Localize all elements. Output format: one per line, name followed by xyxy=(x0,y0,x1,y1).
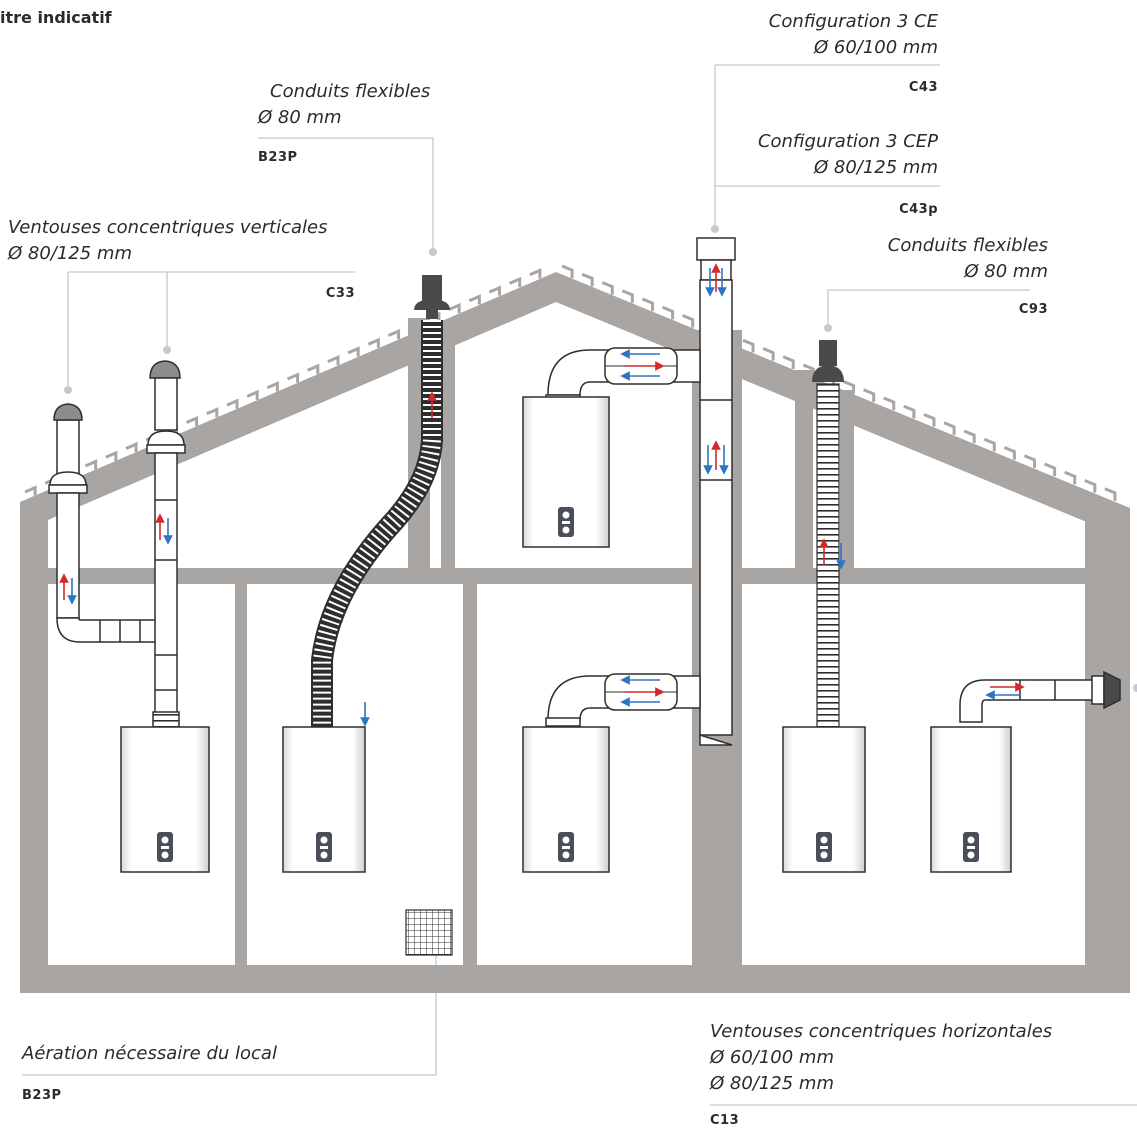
boiler xyxy=(782,726,866,873)
label-b23p-top-line2: Ø 80 mm xyxy=(258,107,342,128)
code-b23p-top: B23P xyxy=(258,150,298,165)
boiler xyxy=(120,726,210,873)
label-c43-line1: Configuration 3 CE xyxy=(768,11,938,32)
partition-1 xyxy=(235,584,247,965)
flow-arrows xyxy=(59,263,1025,727)
left-wall xyxy=(20,515,48,993)
label-c93-line1: Conduits flexibles xyxy=(887,235,1048,256)
page-title: itre indicatif xyxy=(0,8,112,27)
ground-floor xyxy=(20,965,1130,993)
shaft-wall-right xyxy=(441,330,455,568)
code-aeration: B23P xyxy=(22,1088,62,1103)
label-aeration: Aération nécessaire du local xyxy=(22,1043,277,1064)
code-c93: C93 xyxy=(1018,302,1048,317)
boiler xyxy=(282,726,366,873)
label-b23p-top-line1: Conduits flexibles xyxy=(270,81,431,102)
label-c33-line1: Ventouses concentriques verticales xyxy=(8,217,328,238)
code-c33: C33 xyxy=(325,286,355,301)
roof-tiles xyxy=(24,264,1117,501)
boiler xyxy=(522,726,610,873)
label-c13-line3: Ø 80/125 mm xyxy=(710,1073,835,1094)
label-c43-line2: Ø 60/100 mm xyxy=(813,37,938,58)
label-c33-line2: Ø 80/125 mm xyxy=(8,243,133,264)
label-c13-line2: Ø 60/100 mm xyxy=(710,1047,835,1068)
right-wall xyxy=(1085,520,1130,993)
label-c43p-line1: Configuration 3 CEP xyxy=(757,131,938,152)
code-c13: C13 xyxy=(710,1113,740,1128)
code-c43p: C43p xyxy=(899,202,938,217)
ventilation-grille xyxy=(405,909,453,956)
boiler xyxy=(930,726,1012,873)
boiler xyxy=(522,396,610,548)
flue-c33-left xyxy=(48,403,161,643)
boilers xyxy=(120,396,1012,873)
code-c43: C43 xyxy=(908,80,938,95)
partition-2 xyxy=(463,584,477,965)
label-c93-line2: Ø 80 mm xyxy=(964,261,1048,282)
flue-c93-flexible xyxy=(812,340,844,730)
attic-wall-right-b xyxy=(840,390,854,568)
upper-floor-slab xyxy=(20,568,1130,584)
flue-c33-right xyxy=(146,360,186,729)
label-c43p-line2: Ø 80/125 mm xyxy=(813,157,938,178)
flue-b23p-flexible xyxy=(311,275,450,728)
leader-b23p-top xyxy=(258,137,434,248)
label-c13-line1: Ventouses concentriques horizontales xyxy=(710,1021,1053,1042)
attic-wall-right-a xyxy=(795,370,813,568)
